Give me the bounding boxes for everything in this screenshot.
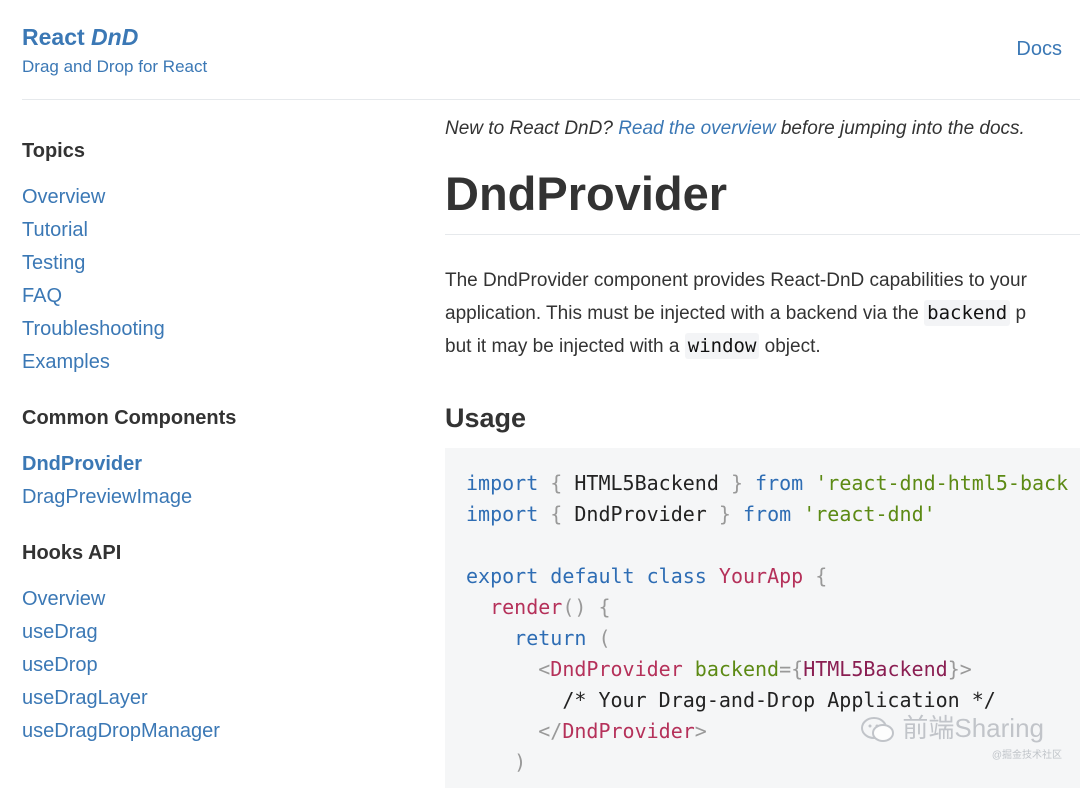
description-text: application. This must be injected with … <box>445 303 925 324</box>
sidebar-item-dndprovider[interactable]: DndProvider <box>22 453 143 475</box>
brand-name: React <box>22 24 92 50</box>
title-divider <box>445 234 1080 235</box>
intro-suffix: before jumping into the docs. <box>775 118 1025 139</box>
watermark-subtext: @掘金技术社区 <box>991 750 1062 761</box>
description-text: p <box>1010 303 1027 324</box>
site-header: React DnD Drag and Drop for React Docs <box>0 0 1080 100</box>
description-line-1: The DndProvider component provides React… <box>445 270 1027 291</box>
code-import-name: DndProvider <box>574 502 707 526</box>
sidebar-heading-topics: Topics <box>22 140 85 162</box>
main-content: New to React DnD? Read the overview befo… <box>445 118 1080 434</box>
code-jsx-value: HTML5Backend <box>803 657 948 681</box>
overview-link[interactable]: Read the overview <box>618 118 776 139</box>
sidebar-heading-hooks-api: Hooks API <box>22 542 122 564</box>
sidebar-section-topics: Topics Overview Tutorial Testing FAQ Tro… <box>22 140 402 379</box>
brand-name-italic: DnD <box>91 24 139 50</box>
code-block[interactable]: import { HTML5Backend } from 'react-dnd-… <box>445 448 1080 788</box>
description-paragraph: The DndProvider component provides React… <box>445 264 1080 363</box>
code-import-source: 'react-dnd' <box>803 502 936 526</box>
sidebar-nav: Topics Overview Tutorial Testing FAQ Tro… <box>22 140 402 748</box>
code-comment: /* Your Drag-and-Drop Application */ <box>562 688 996 712</box>
code-content: import { HTML5Backend } from 'react-dnd-… <box>466 471 1069 774</box>
usage-heading: Usage <box>445 403 527 433</box>
intro-prefix: New to React DnD? <box>445 118 619 139</box>
header-divider <box>22 99 1080 100</box>
sidebar-item-dragpreviewimage[interactable]: DragPreviewImage <box>22 486 193 508</box>
inline-code-window: window <box>684 333 760 359</box>
description-text: object. <box>759 336 821 357</box>
sidebar-item-hooks-overview[interactable]: Overview <box>22 588 106 610</box>
sidebar-item-usedragdropmanager[interactable]: useDragDropManager <box>22 720 220 742</box>
wechat-icon <box>861 717 895 743</box>
sidebar-section-hooks-api: Hooks API Overview useDrag useDrop useDr… <box>22 542 402 748</box>
watermark-text: 前端Sharing <box>902 713 1044 743</box>
code-jsx-tag: DndProvider <box>550 657 683 681</box>
sidebar-item-examples[interactable]: Examples <box>22 351 110 373</box>
sidebar-item-usedraglayer[interactable]: useDragLayer <box>22 687 148 709</box>
sidebar-item-overview[interactable]: Overview <box>22 186 106 208</box>
sidebar-heading-common-components: Common Components <box>22 407 237 429</box>
brand-subtitle: Drag and Drop for React <box>22 57 208 76</box>
sidebar-item-usedrag[interactable]: useDrag <box>22 621 98 643</box>
description-line-2: application. This must be injected with … <box>445 297 1080 330</box>
sidebar-item-usedrop[interactable]: useDrop <box>22 654 98 676</box>
brand[interactable]: React DnD Drag and Drop for React <box>22 24 207 77</box>
inline-code-backend: backend <box>924 300 1011 326</box>
code-class-name: YourApp <box>718 564 804 588</box>
code-import-source: 'react-dnd-html5-back <box>815 471 1069 495</box>
code-jsx-attr: backend <box>694 657 780 681</box>
docs-link[interactable]: Docs <box>1016 38 1062 60</box>
code-jsx-tag: DndProvider <box>562 719 695 743</box>
sidebar-item-troubleshooting[interactable]: Troubleshooting <box>22 318 165 340</box>
watermark: 前端Sharing <box>860 708 1044 745</box>
description-line-3: but it may be injected with a window obj… <box>445 330 1080 363</box>
code-method: render <box>490 595 563 619</box>
code-import-name: HTML5Backend <box>574 471 719 495</box>
description-text: but it may be injected with a <box>445 336 685 357</box>
sidebar-item-tutorial[interactable]: Tutorial <box>22 219 88 241</box>
brand-title[interactable]: React DnD <box>22 24 207 51</box>
sidebar-section-common-components: Common Components DndProvider DragPrevie… <box>22 407 402 514</box>
sidebar-item-testing[interactable]: Testing <box>22 252 86 274</box>
intro-note: New to React DnD? Read the overview befo… <box>445 118 1080 140</box>
page-title: DndProvider <box>445 167 728 220</box>
sidebar-item-faq[interactable]: FAQ <box>22 285 63 307</box>
